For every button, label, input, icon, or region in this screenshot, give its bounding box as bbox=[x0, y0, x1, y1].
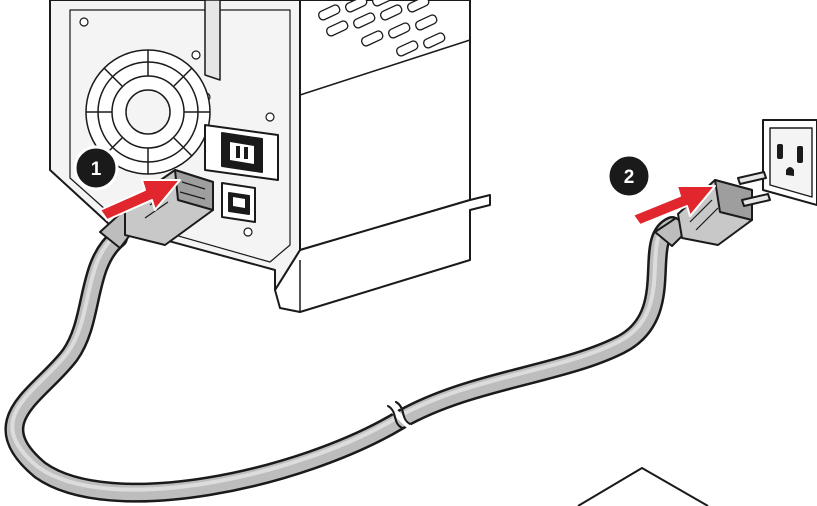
step-number-1: 1 bbox=[91, 159, 102, 180]
step-badge-2: 2 bbox=[606, 153, 652, 199]
step-badge-1: 1 bbox=[73, 145, 119, 191]
power-cable bbox=[4, 216, 682, 503]
step-number-2: 2 bbox=[624, 167, 635, 188]
psu-fan-grille bbox=[85, 49, 211, 175]
plug-prong-top bbox=[737, 171, 767, 185]
wall-outlet bbox=[762, 119, 817, 206]
psu-ac-inlet bbox=[204, 124, 279, 181]
iec-connector bbox=[99, 169, 214, 249]
arrow-step-2 bbox=[632, 185, 716, 226]
cable-break-mark bbox=[387, 401, 411, 429]
wall-plug bbox=[654, 171, 771, 247]
case-foot bbox=[274, 194, 491, 313]
pc-case bbox=[49, 0, 491, 313]
case-window bbox=[204, 0, 221, 81]
floor-corner bbox=[577, 467, 709, 506]
plug-prong-bottom bbox=[741, 193, 771, 207]
psu-power-switch bbox=[221, 182, 256, 223]
arrow-step-1 bbox=[99, 179, 181, 221]
cable-body bbox=[6, 218, 680, 501]
side-vents bbox=[318, 0, 446, 57]
